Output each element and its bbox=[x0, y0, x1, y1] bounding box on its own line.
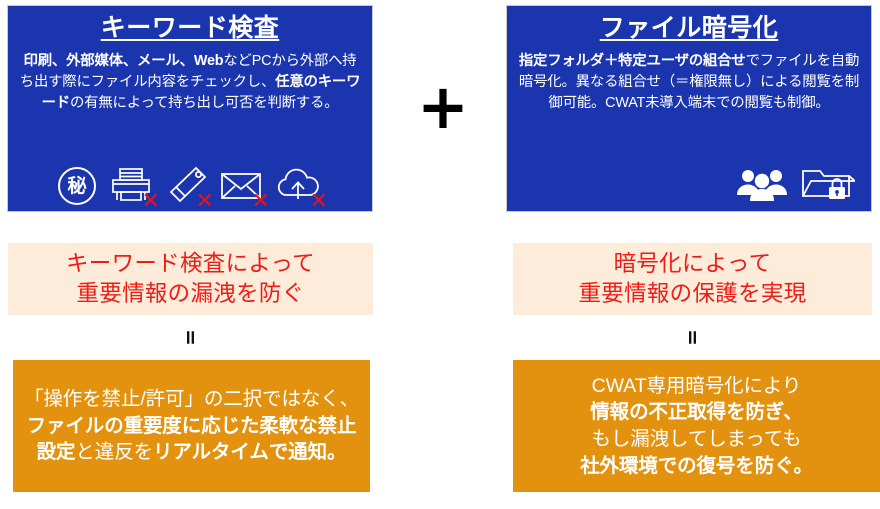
feature-desc-seg-2: などPCから外部へ持ち出す際にファイル内容をチェックし、 bbox=[19, 53, 357, 91]
equals-glyph-left: = bbox=[178, 329, 203, 345]
result-line-2: 重要情報の保護を実現 bbox=[578, 281, 807, 306]
blocked-x-icon: ✕ bbox=[195, 189, 214, 214]
result-card-file-encryption: 暗号化によって 重要情報の保護を実現 bbox=[513, 243, 872, 315]
feature-desc-seg-bold-1: 指定フォルダ＋特定ユーザの組合せ bbox=[518, 53, 746, 69]
maru-hi-seal-icon: 秘 bbox=[58, 167, 96, 205]
equals-symbol-right: = bbox=[513, 320, 872, 354]
equals-glyph-right: = bbox=[680, 329, 705, 345]
feature-description-file-encryption: 指定フォルダ＋特定ユーザの組合せでファイルを自動暗号化。異なる組合せ（＝権限無し… bbox=[517, 51, 861, 114]
envelope-icon: ✕ bbox=[218, 165, 270, 213]
blocked-x-icon: ✕ bbox=[309, 189, 328, 214]
plus-glyph: + bbox=[417, 70, 469, 143]
result-line-2: 重要情報の漏洩を防ぐ bbox=[76, 281, 305, 306]
result-line-1: 暗号化によって bbox=[613, 250, 772, 276]
plus-operator: + bbox=[393, 72, 493, 142]
conclusion-line-2: 情報の不正取得を防ぎ、 bbox=[590, 401, 803, 424]
conclusion-text-keyword-inspection: 「操作を禁止/許可」の二択ではなく、ファイルの重要度に応じた柔軟な禁止設定と違反… bbox=[21, 386, 362, 466]
maru-hi-seal-label: 秘 bbox=[58, 167, 96, 205]
folder-lock-icon bbox=[799, 163, 855, 203]
result-card-keyword-inspection: キーワード検査によって 重要情報の漏洩を防ぐ bbox=[8, 243, 373, 315]
feature-desc-seg-bold-3: 任意のキーワード bbox=[41, 74, 361, 112]
cloud-upload-icon: ✕ bbox=[274, 165, 328, 213]
result-text-file-encryption: 暗号化によって 重要情報の保護を実現 bbox=[578, 249, 806, 309]
conclusion-card-keyword-inspection: 「操作を禁止/許可」の二択ではなく、ファイルの重要度に応じた柔軟な禁止設定と違反… bbox=[13, 360, 370, 492]
users-group-icon bbox=[735, 165, 789, 203]
conclusion-line-3: もし漏洩してしまっても bbox=[591, 428, 802, 450]
feature-desc-seg-4: の有無によって持ち出し可否を判断する。 bbox=[69, 95, 339, 112]
result-text-keyword-inspection: キーワード検査によって 重要情報の漏洩を防ぐ bbox=[66, 249, 315, 309]
printer-icon: ✕ bbox=[108, 165, 160, 213]
feature-description-keyword-inspection: 印刷、外部媒体、メール、WebなどPCから外部へ持ち出す際にファイル内容をチェッ… bbox=[18, 51, 362, 114]
feature-desc-seg-2: でファイルを自動暗号化。異なる組合せ（＝権限無し）による閲覧を制御可能。CWAT… bbox=[518, 53, 860, 112]
conclusion-seg-3: と違反を bbox=[75, 441, 153, 464]
conclusion-line-4: 社外環境での復号を防ぐ。 bbox=[580, 454, 813, 477]
conclusion-card-file-encryption: CWAT専用暗号化により 情報の不正取得を防ぎ、 もし漏洩してしまっても 社外環… bbox=[513, 360, 880, 492]
usb-drive-icon: ✕ bbox=[164, 165, 214, 213]
feature-desc-seg-bold-1: 印刷、外部媒体、メール、Web bbox=[23, 53, 224, 69]
blocked-x-icon: ✕ bbox=[251, 189, 270, 214]
blocked-x-icon: ✕ bbox=[141, 189, 160, 214]
encryption-icon-row bbox=[517, 163, 861, 207]
feature-card-keyword-inspection: キーワード検査 印刷、外部媒体、メール、WebなどPCから外部へ持ち出す際にファ… bbox=[7, 5, 373, 213]
feature-title-file-encryption: ファイル暗号化 bbox=[599, 14, 779, 42]
conclusion-text-file-encryption: CWAT専用暗号化により 情報の不正取得を防ぎ、 もし漏洩してしまっても 社外環… bbox=[580, 373, 813, 479]
feature-title-keyword-inspection: キーワード検査 bbox=[100, 14, 280, 42]
conclusion-seg-1: 「操作を禁止/許可」の二択ではなく、 bbox=[23, 388, 360, 411]
conclusion-line-1: CWAT専用暗号化により bbox=[591, 374, 802, 397]
conclusion-seg-bold-4: リアルタイムで通知。 bbox=[153, 441, 347, 464]
conclusion-seg-bold-2: ファイルの重要度に応じた柔軟な禁止設定 bbox=[26, 414, 357, 464]
blocked-channel-icon-row: 秘 ✕ bbox=[18, 165, 362, 213]
result-line-1: キーワード検査によって bbox=[65, 250, 315, 276]
equals-symbol-left: = bbox=[8, 320, 373, 354]
feature-card-file-encryption: ファイル暗号化 指定フォルダ＋特定ユーザの組合せでファイルを自動暗号化。異なる組… bbox=[506, 5, 872, 212]
